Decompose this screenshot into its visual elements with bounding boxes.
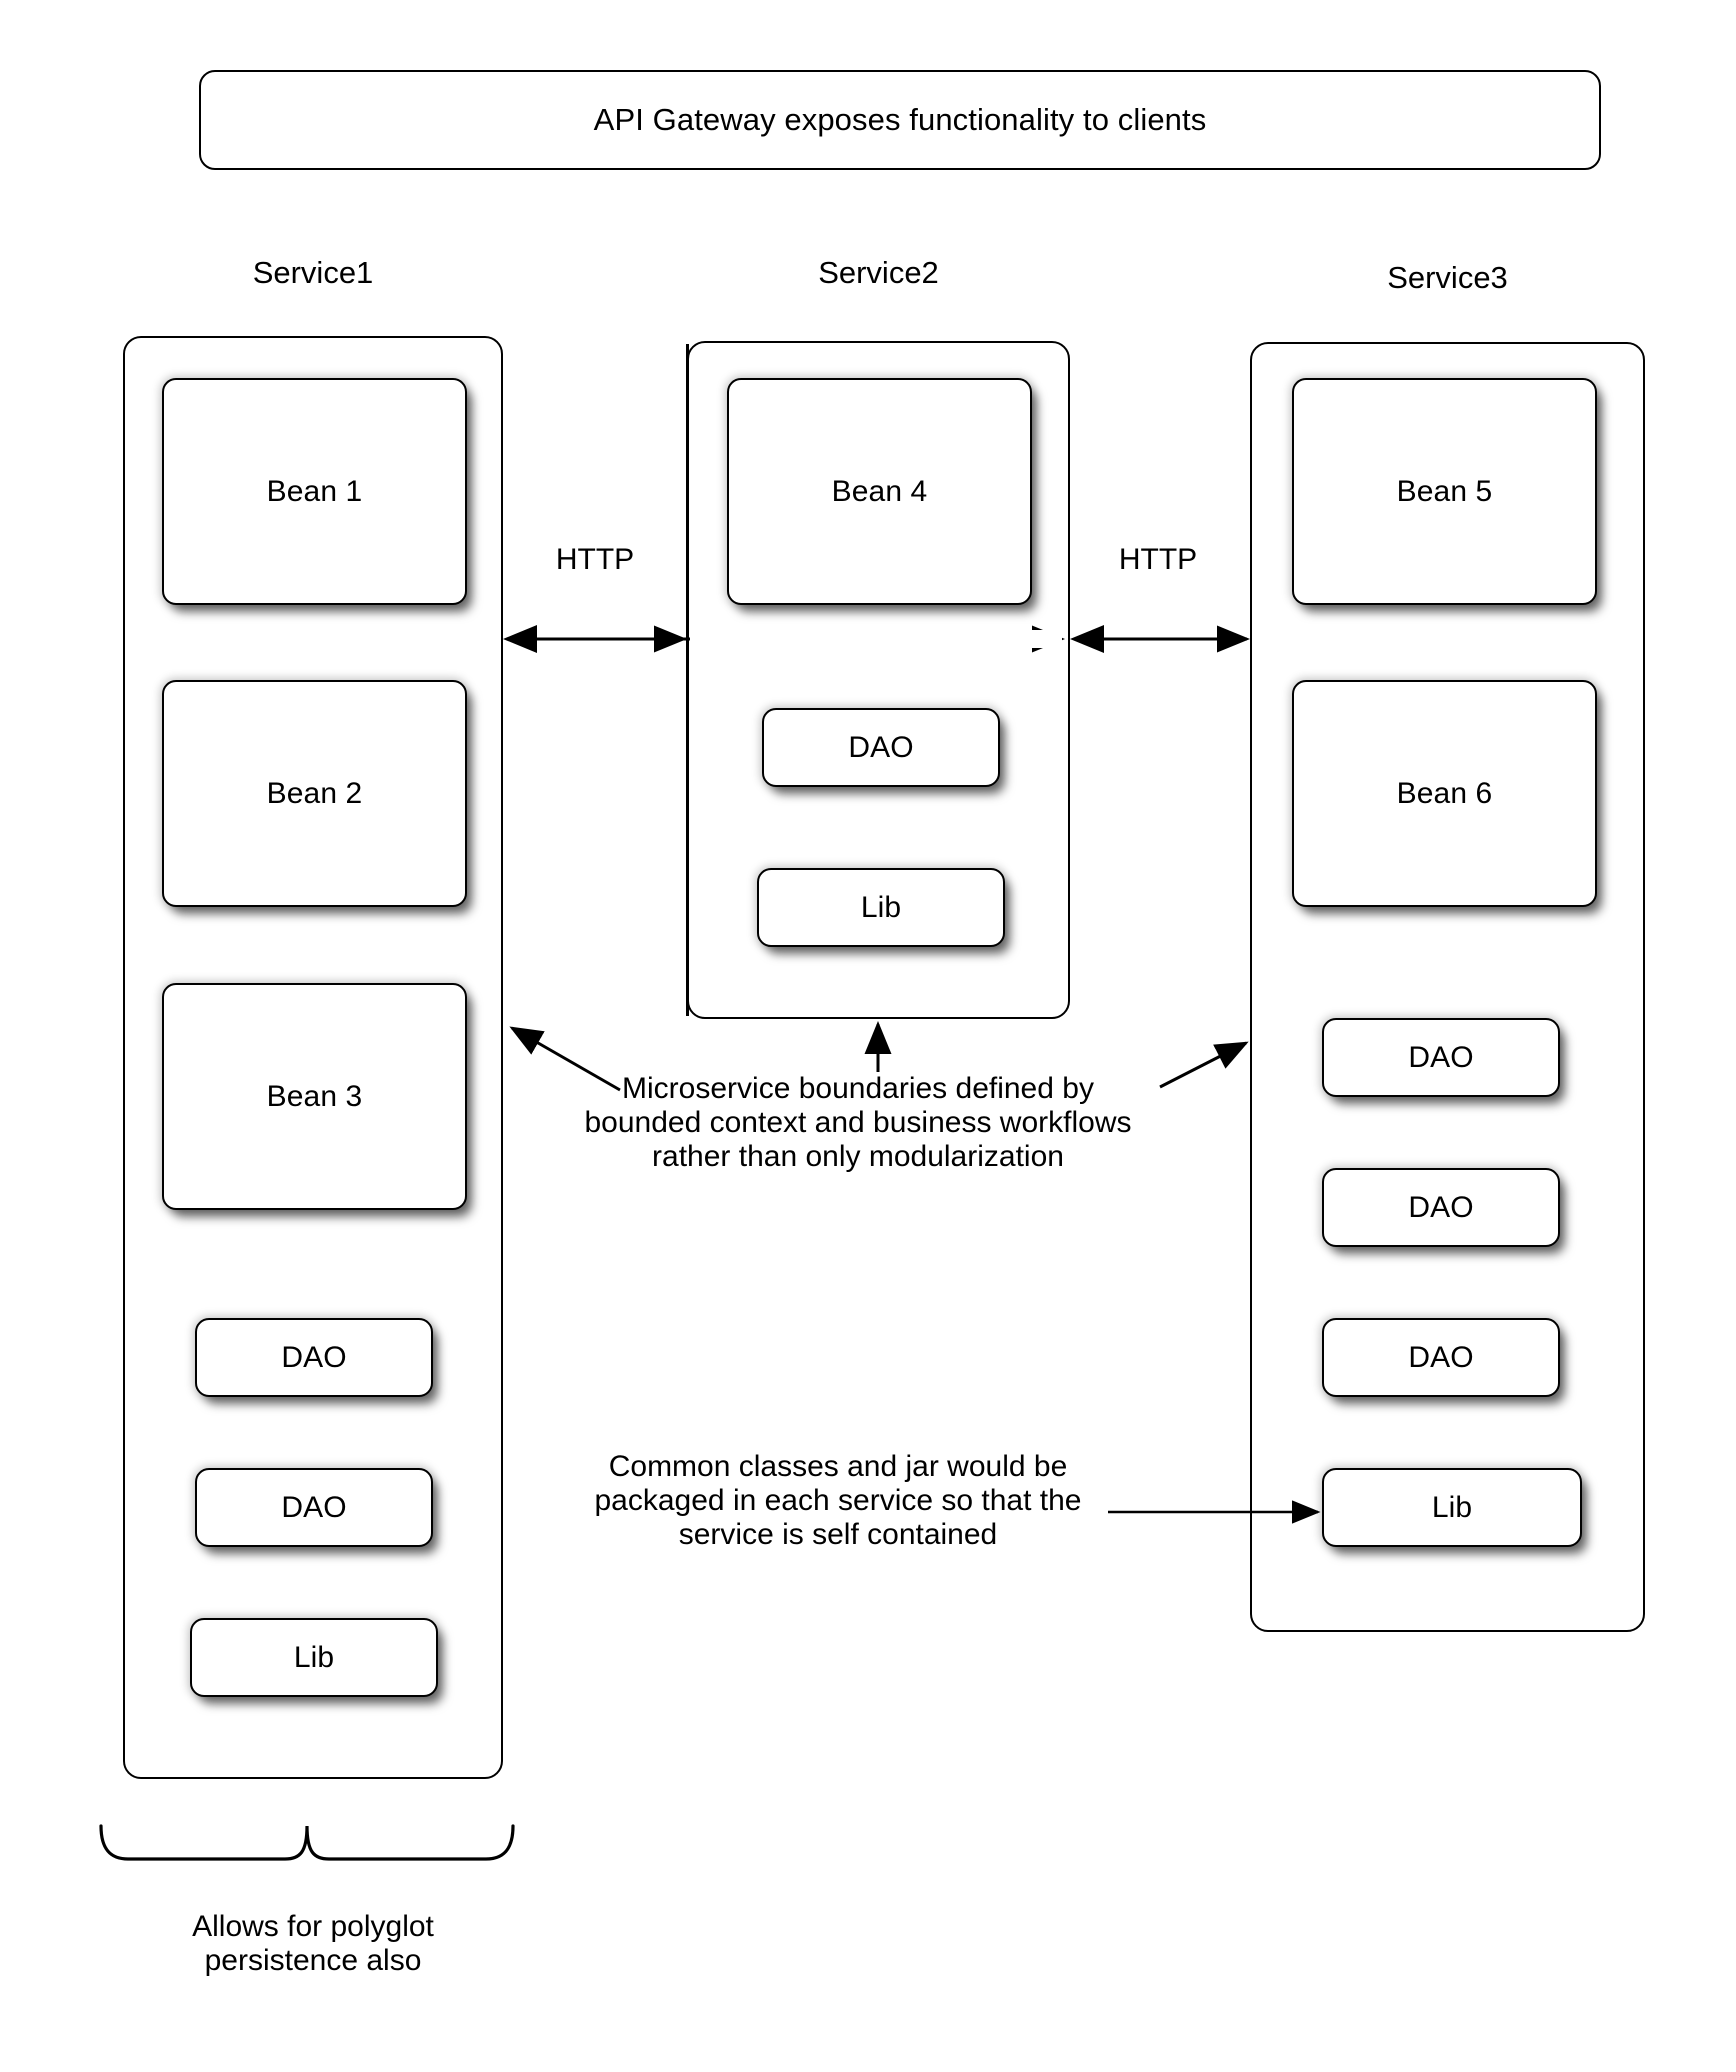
component-bean-4[interactable]: Bean 4 bbox=[727, 378, 1032, 605]
component-dao-s3-3[interactable]: DAO bbox=[1322, 1318, 1560, 1397]
annotation-common-classes: Common classes and jar would be packaged… bbox=[594, 1450, 1082, 1552]
component-lib-s1-label: Lib bbox=[293, 1640, 335, 1674]
component-dao-s1-2-label: DAO bbox=[281, 1490, 347, 1524]
component-dao-s3-1[interactable]: DAO bbox=[1322, 1018, 1560, 1097]
component-bean-5-label: Bean 5 bbox=[1396, 474, 1493, 508]
component-bean-3-label: Bean 3 bbox=[266, 1079, 363, 1113]
annotation-microservice-boundaries: Microservice boundaries defined by bound… bbox=[584, 1072, 1132, 1174]
leader-boundaries-to-service3 bbox=[1159, 1041, 1249, 1089]
component-dao-s3-3-label: DAO bbox=[1408, 1340, 1474, 1374]
component-bean-6[interactable]: Bean 6 bbox=[1292, 680, 1597, 907]
component-dao-s2-1-label: DAO bbox=[848, 730, 914, 764]
connector-label-http-1: HTTP bbox=[555, 543, 635, 576]
component-bean-1-label: Bean 1 bbox=[266, 474, 363, 508]
component-lib-s3-label: Lib bbox=[1431, 1490, 1473, 1524]
component-dao-s3-2-label: DAO bbox=[1408, 1190, 1474, 1224]
component-bean-2[interactable]: Bean 2 bbox=[162, 680, 467, 907]
component-bean-1[interactable]: Bean 1 bbox=[162, 378, 467, 605]
component-dao-s1-1[interactable]: DAO bbox=[195, 1318, 433, 1397]
connector-http-2-left-arrowhead bbox=[1070, 625, 1104, 653]
component-dao-s3-1-label: DAO bbox=[1408, 1040, 1474, 1074]
component-lib-s2[interactable]: Lib bbox=[757, 868, 1005, 947]
connector-label-http-2: HTTP bbox=[1118, 543, 1198, 576]
component-bean-6-label: Bean 6 bbox=[1396, 776, 1493, 810]
component-lib-s3[interactable]: Lib bbox=[1322, 1468, 1582, 1547]
component-dao-s1-2[interactable]: DAO bbox=[195, 1468, 433, 1547]
service-title-service2: Service2 bbox=[818, 255, 939, 290]
connector-http-1-left-arrowhead bbox=[503, 625, 537, 653]
component-bean-5[interactable]: Bean 5 bbox=[1292, 378, 1597, 605]
component-dao-s3-2[interactable]: DAO bbox=[1322, 1168, 1560, 1247]
component-bean-2-label: Bean 2 bbox=[266, 776, 363, 810]
brace-service1 bbox=[99, 1824, 515, 1861]
annotation-polyglot-persistence: Allows for polyglot persistence also bbox=[192, 1910, 434, 1978]
component-dao-s2-1[interactable]: DAO bbox=[762, 708, 1000, 787]
service-title-service3: Service3 bbox=[1387, 260, 1508, 295]
service-title-service1: Service1 bbox=[252, 255, 374, 290]
component-bean-3[interactable]: Bean 3 bbox=[162, 983, 467, 1210]
component-dao-s1-1-label: DAO bbox=[281, 1340, 347, 1374]
component-bean-4-label: Bean 4 bbox=[831, 474, 928, 508]
component-lib-s1[interactable]: Lib bbox=[190, 1618, 438, 1697]
component-lib-s2-label: Lib bbox=[860, 890, 902, 924]
api-gateway-banner-label: API Gateway exposes functionality to cli… bbox=[593, 101, 1207, 137]
api-gateway-banner: API Gateway exposes functionality to cli… bbox=[199, 70, 1601, 170]
